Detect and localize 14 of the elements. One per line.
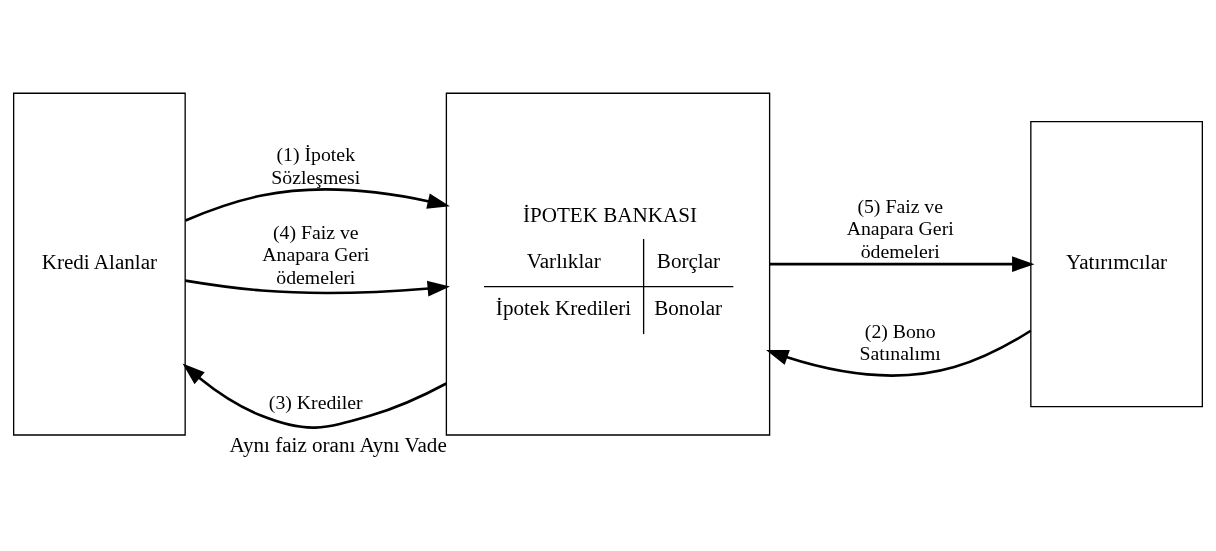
edge-label: (2) Bono Satınalımı — [859, 319, 941, 364]
arrow — [769, 255, 1035, 272]
edge-label: (1) İpotek Sözleşmesi — [271, 142, 361, 188]
node-box: İPOTEK BANKASI Varlıklar Borçlar İpotek Kredileri Bonolar — [445, 92, 771, 436]
arrow — [182, 363, 447, 429]
arrow — [184, 278, 451, 296]
node-box: Yatırımcılar — [1030, 120, 1203, 407]
arrow — [766, 329, 1032, 377]
node-label: Aynı faiz oranı Aynı Vade — [229, 432, 447, 457]
arrow — [185, 187, 450, 222]
edge-label: (4) Faiz ve Anapara Geri ödemeleri — [262, 220, 370, 288]
edge-label: (3) Krediler — [268, 390, 363, 413]
node-box: Kredi Alanlar — [13, 92, 186, 436]
edge-label: (5) Faiz ve Anapara Geri ödemeleri — [846, 194, 954, 262]
